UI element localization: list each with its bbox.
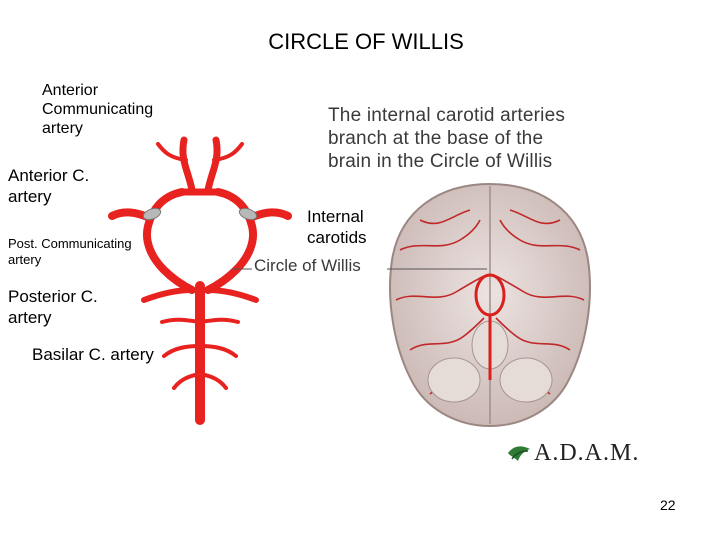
anterior-cerebral-artery-left [179, 136, 196, 194]
label-line: Anterior C. [8, 166, 90, 185]
cortical-vessel [499, 219, 581, 251]
label-line: carotids [307, 228, 367, 247]
anterior-branch-left [156, 142, 188, 162]
basilar-branch [172, 372, 202, 390]
label-posterior-c-artery: Posterior C. artery [8, 286, 98, 328]
posterior-cerebral-artery-left [141, 287, 195, 303]
leader-line [232, 268, 487, 270]
brain-illustration [389, 182, 591, 428]
caption-line: brain in the Circle of Willis [328, 151, 553, 172]
basilar-branch [198, 344, 238, 358]
slide-title: CIRCLE OF WILLIS [268, 29, 464, 54]
label-line: artery [8, 187, 52, 206]
caption-line: The internal carotid arteries [328, 105, 566, 126]
caption-line: branch at the base of the [328, 128, 544, 149]
circle-of-willis-diagram [108, 136, 292, 425]
label-basilar-c-artery: Basilar C. artery [32, 345, 154, 364]
anterior-cerebral-artery-right [204, 136, 221, 194]
label-line: artery [8, 252, 42, 267]
basilar-branch [198, 372, 228, 390]
cortical-vessel [509, 209, 561, 225]
internal-carotid-stub-right [238, 207, 258, 221]
label-line: artery [8, 308, 52, 327]
cortical-vessel [409, 317, 485, 351]
basilar-branch [198, 317, 240, 324]
cortical-vessel [495, 317, 571, 351]
cerebellum-right [499, 357, 553, 403]
brand-logo-adam: A.D.A.M. [534, 440, 640, 466]
cortical-vessel [495, 275, 585, 301]
cortical-vessel [419, 209, 471, 225]
label-line: Communicating [42, 101, 154, 118]
internal-carotid-stub-left [142, 207, 162, 221]
label-anterior-communicating-artery: Anterior Communicating artery [42, 81, 153, 138]
label-line: Internal [307, 207, 364, 226]
label-line: artery [42, 120, 83, 137]
label-line: Posterior C. [8, 287, 98, 306]
image-caption: The internal carotid arteries branch at … [328, 104, 565, 173]
basilar-branch [160, 317, 202, 324]
label-internal-carotids: Internal carotids [307, 206, 367, 248]
cortical-vessel [399, 219, 481, 251]
image-label-circle-of-willis: Circle of Willis [254, 256, 361, 275]
label-post-communicating-artery: Post. Communicating artery [8, 236, 132, 268]
label-anterior-c-artery: Anterior C. artery [8, 165, 89, 207]
cerebellum-left [427, 357, 481, 403]
circle-left-side [143, 188, 196, 294]
cortical-vessel [395, 275, 485, 301]
adam-leaf-icon [508, 446, 530, 461]
circle-right-side [204, 188, 257, 294]
basilar-branch [162, 344, 202, 358]
anterior-branch-right [212, 142, 244, 162]
page-number: 22 [660, 497, 676, 513]
posterior-cerebral-artery-right [205, 287, 259, 303]
label-line: Post. Communicating [8, 236, 132, 251]
label-line: Anterior [42, 82, 99, 99]
